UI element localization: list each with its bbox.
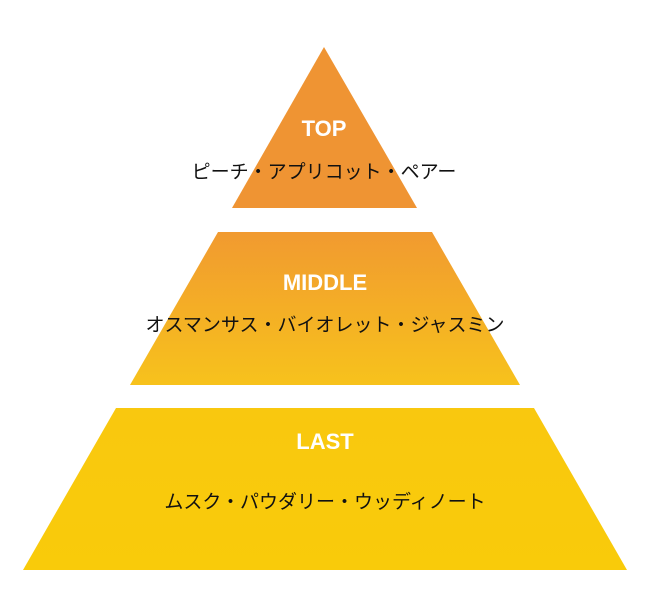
tier-last-notes: ムスク・パウダリー・ウッディノート	[164, 491, 485, 513]
tier-top-title: TOP	[302, 116, 347, 141]
tier-last-shape	[23, 408, 627, 570]
tier-top: TOP ピーチ・アプリコット・ペアー	[192, 47, 457, 208]
tier-middle-notes: オスマンサス・バイオレット・ジャスミン	[145, 314, 504, 336]
tier-middle-title: MIDDLE	[283, 270, 367, 295]
tier-last: LAST ムスク・パウダリー・ウッディノート	[23, 408, 627, 570]
tier-top-shape	[232, 47, 417, 208]
tier-last-title: LAST	[296, 429, 354, 454]
tier-top-notes: ピーチ・アプリコット・ペアー	[192, 161, 457, 183]
tier-middle: MIDDLE オスマンサス・バイオレット・ジャスミン	[130, 232, 520, 385]
tier-middle-shape	[130, 232, 520, 385]
